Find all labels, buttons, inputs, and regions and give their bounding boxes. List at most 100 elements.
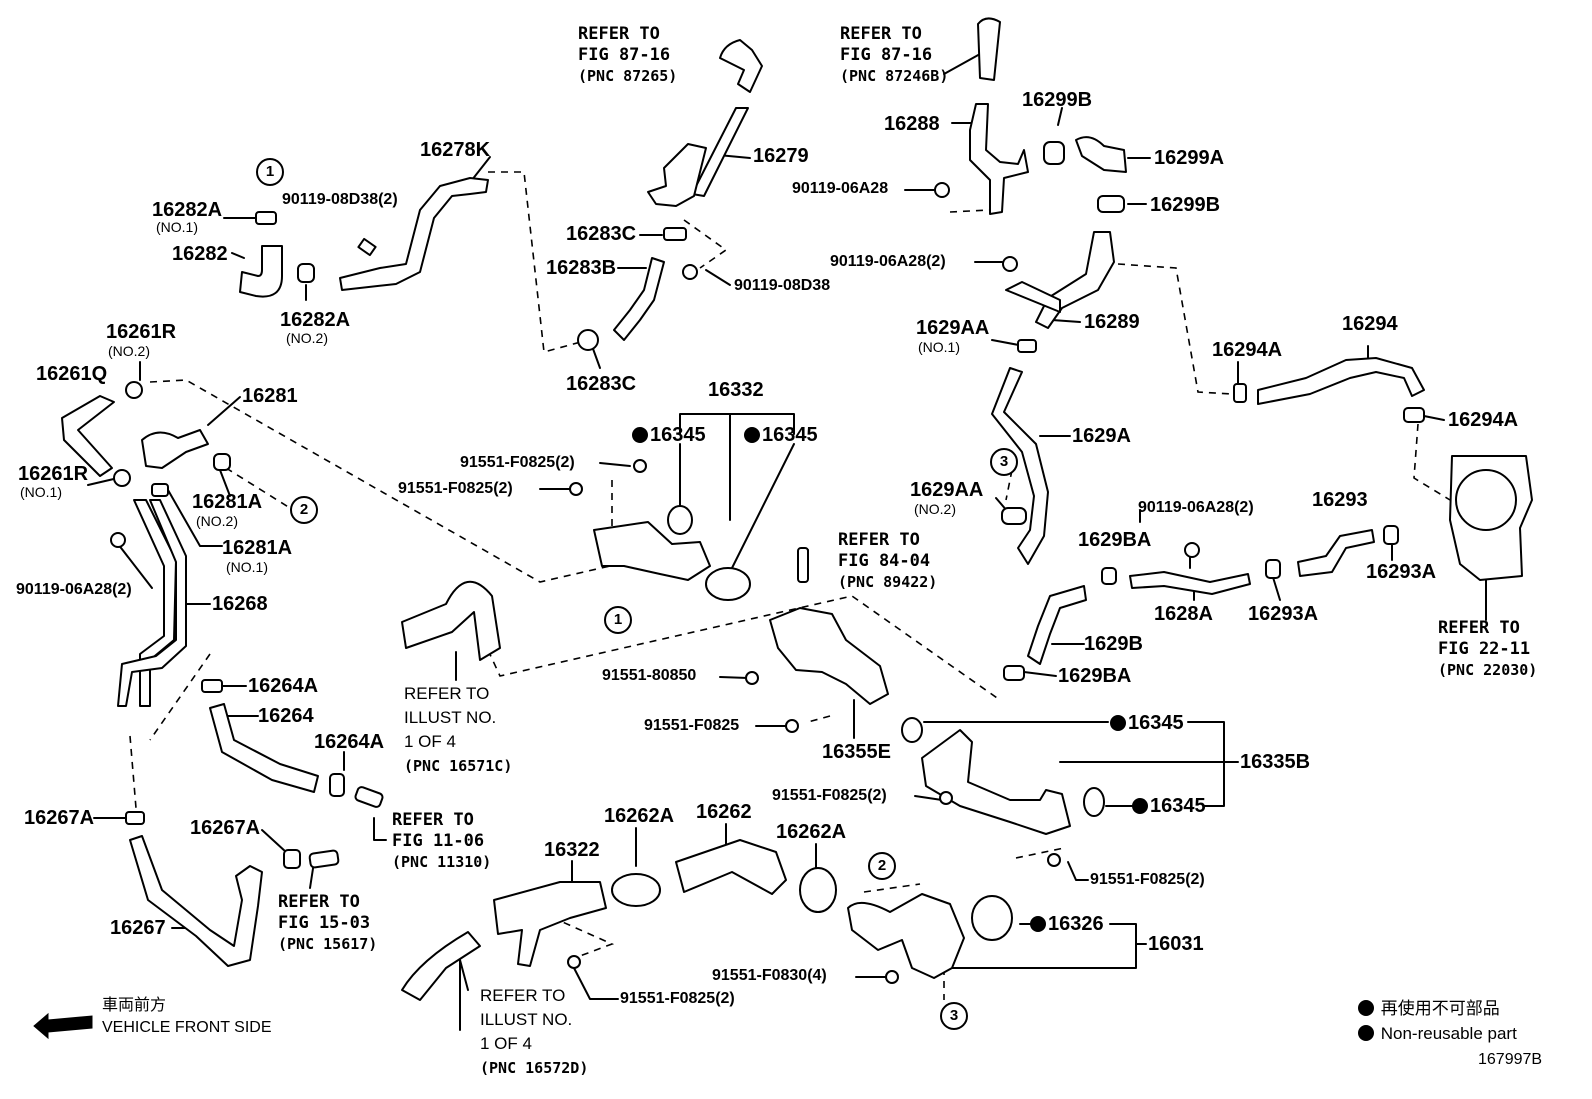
clamp-16261R-no2 (125, 381, 143, 399)
bolt-91551-F0825 (785, 719, 799, 733)
label-no1-b: (NO.1) (918, 339, 960, 355)
bolt-90119-06A28-2-l (110, 532, 126, 548)
dash-16335B-bolt (1015, 847, 1065, 859)
legend-dot-en (1358, 1025, 1374, 1041)
dash-16355E-bolt (807, 715, 831, 723)
leader-16261R-no1 (87, 477, 119, 486)
clamp-16299B-top (1043, 141, 1065, 165)
hose-top-16288 (977, 17, 1001, 81)
label-16294A-2: 16294A (1448, 409, 1519, 431)
label-16326: 16326 (1030, 914, 1104, 934)
leader-91551-80850 (719, 676, 749, 679)
clamp-16264A-1 (201, 679, 223, 693)
label-16345-a: 16345 (632, 425, 706, 445)
label-90119-08D38-2: 90119-08D38(2) (282, 191, 398, 208)
dash-16261R-outlet (149, 379, 611, 583)
hose-16283B (613, 257, 665, 341)
label-16279: 16279 (753, 145, 809, 167)
bolt-91551-F0825-2-a (633, 459, 647, 473)
bracket-16335B (1187, 721, 1225, 807)
leader-16299B-top (1057, 107, 1063, 126)
circle-marker-1-outlet: 1 (604, 606, 632, 634)
ref-line: FIG 84-04 (838, 551, 931, 571)
ref-line: REFER TO (392, 810, 474, 830)
ref-line: (PNC 87265) (578, 67, 678, 85)
label-16326-text: 16326 (1048, 913, 1104, 935)
leader-90119-08D38 (705, 269, 731, 286)
clamp-16281A-no1 (151, 483, 169, 497)
leader-16281A-no1 (167, 489, 223, 547)
housing-16031 (847, 893, 965, 979)
label-16281: 16281 (242, 385, 298, 407)
front-side-jp: 車両前方 (102, 997, 167, 1014)
hose-ref-r8 (401, 931, 481, 1001)
leader-16281A-no2 (219, 469, 231, 497)
label-16261R-no1: 16261R (18, 463, 89, 485)
ref-line: REFER TO (278, 892, 360, 912)
clamp-16264A-2 (329, 773, 345, 797)
hose-ref-r5 (401, 580, 501, 661)
front-arrow (33, 1012, 93, 1040)
clamp-16299B-mid (1097, 195, 1125, 213)
dash-16294A-throttle (1413, 423, 1451, 501)
non-reusable-dot-b (744, 427, 760, 443)
bracket-16289 (1005, 281, 1061, 313)
clamp-16261R-no1 (113, 469, 131, 487)
bolt-91551-80850 (745, 671, 759, 685)
label-16261R-no2: 16261R (106, 321, 177, 343)
clamp-16267A-2 (283, 849, 301, 869)
ref-line: FIG 11-06 (392, 831, 485, 851)
leader-ref-r8 (459, 959, 469, 1031)
label-16294A-1: 16294A (1212, 339, 1283, 361)
label-16322: 16322 (544, 839, 600, 861)
clamp-1629AA-no1 (1017, 339, 1037, 353)
label-16289: 16289 (1084, 311, 1140, 333)
label-91551-F0825-2-a: 91551-F0825(2) (460, 454, 575, 471)
front-side-en: VEHICLE FRONT SIDE (102, 1019, 272, 1036)
label-90119-06A28-r1: 90119-06A28 (792, 180, 889, 197)
label-16262A-1: 16262A (604, 805, 675, 827)
ref-fig-87-16-a: REFER TO FIG 87-16 (PNC 87265) (578, 24, 677, 87)
bolt-91551-F0825-2-e (567, 955, 581, 969)
clamp-16262A-2 (799, 867, 837, 913)
label-16262: 16262 (696, 801, 752, 823)
label-16278K: 16278K (420, 139, 491, 161)
label-16288: 16288 (884, 113, 940, 135)
ref-line: REFER TO (838, 530, 920, 550)
bolt-90119-06A28-r1 (934, 182, 950, 198)
label-16345-b-text: 16345 (762, 424, 818, 446)
label-no2-a: (NO.2) (286, 330, 328, 346)
label-16299A: 16299A (1154, 147, 1225, 169)
label-16267A-1: 16267A (24, 807, 95, 829)
clamp-16282A-no1 (255, 211, 277, 225)
label-16299B-mid: 16299B (1150, 194, 1221, 216)
ref-line: REFER TO (480, 986, 566, 1005)
ref-line: FIG 87-16 (578, 45, 671, 65)
non-reusable-dot-c (1110, 715, 1126, 731)
legend-jp-text: 再使用不可部品 (1380, 999, 1500, 1018)
bolt-90119-06A28-2-m (1184, 542, 1200, 558)
leader-16294A-2 (1423, 415, 1445, 421)
label-16031: 16031 (1148, 933, 1204, 955)
bolt-91551-F0830-4 (885, 970, 899, 984)
label-1629BA-2: 1629BA (1058, 665, 1132, 687)
label-16293: 16293 (1312, 489, 1368, 511)
label-16282: 16282 (172, 243, 228, 265)
clamp-16294A-1 (1233, 383, 1247, 403)
bracket-16279 (647, 143, 707, 207)
gasket-16345-a (667, 505, 693, 535)
ref-line: (PNC 87246B) (840, 67, 949, 85)
non-reusable-dot-a (632, 427, 648, 443)
hose-16262 (675, 839, 787, 895)
label-16293A-1: 16293A (1248, 603, 1319, 625)
label-16283C-1: 16283C (566, 223, 637, 245)
pipe-1628A (1129, 571, 1251, 595)
ref-line: (PNC 15617) (278, 935, 378, 953)
label-16345-b: 16345 (744, 425, 818, 445)
label-no2-c: (NO.2) (196, 513, 238, 529)
bolt-90119-08D38 (682, 264, 698, 280)
water-outlet-16332 (593, 521, 711, 581)
clamp-16294A-2 (1403, 407, 1425, 423)
clamp-16281A-no2 (213, 453, 231, 471)
leader-ref-r6 (373, 817, 387, 841)
